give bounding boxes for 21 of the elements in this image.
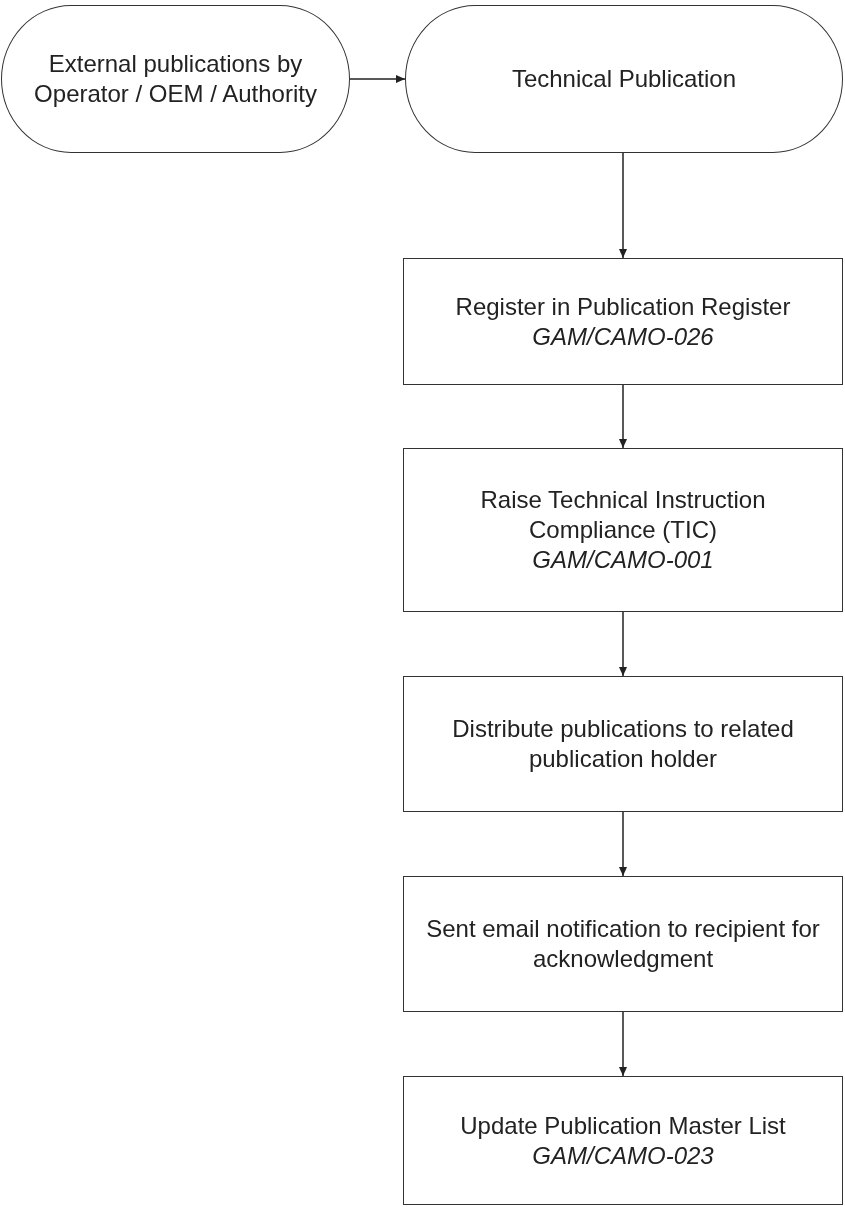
step-label: External publications by Operator / OEM / Authority	[33, 49, 318, 109]
arrow	[619, 1011, 627, 1077]
arrow	[349, 75, 406, 83]
step-label: Distribute publications to related publication holder	[451, 714, 795, 774]
process-box	[403, 676, 843, 812]
process-box	[403, 1076, 843, 1205]
step-label: Technical Publication	[511, 64, 737, 94]
process-box	[403, 258, 843, 385]
arrow	[619, 611, 627, 677]
step-label: Update Publication Master List GAM/CAMO-023	[459, 1110, 787, 1171]
terminator-shape	[1, 5, 350, 153]
process-box	[403, 876, 843, 1012]
step-label: Register in Publication Register	[455, 291, 791, 322]
document-reference: GAM/CAMO-001	[532, 545, 714, 575]
arrow	[619, 384, 627, 449]
document-reference: GAM/CAMO-026	[532, 321, 714, 352]
arrow	[619, 811, 627, 877]
process-box	[403, 448, 843, 612]
step-label: Raise Technical Instruction Compliance (TIC)	[479, 485, 767, 545]
arrow	[619, 152, 627, 259]
step-label: Sent email notification to recipient for acknowledgment	[425, 914, 821, 974]
